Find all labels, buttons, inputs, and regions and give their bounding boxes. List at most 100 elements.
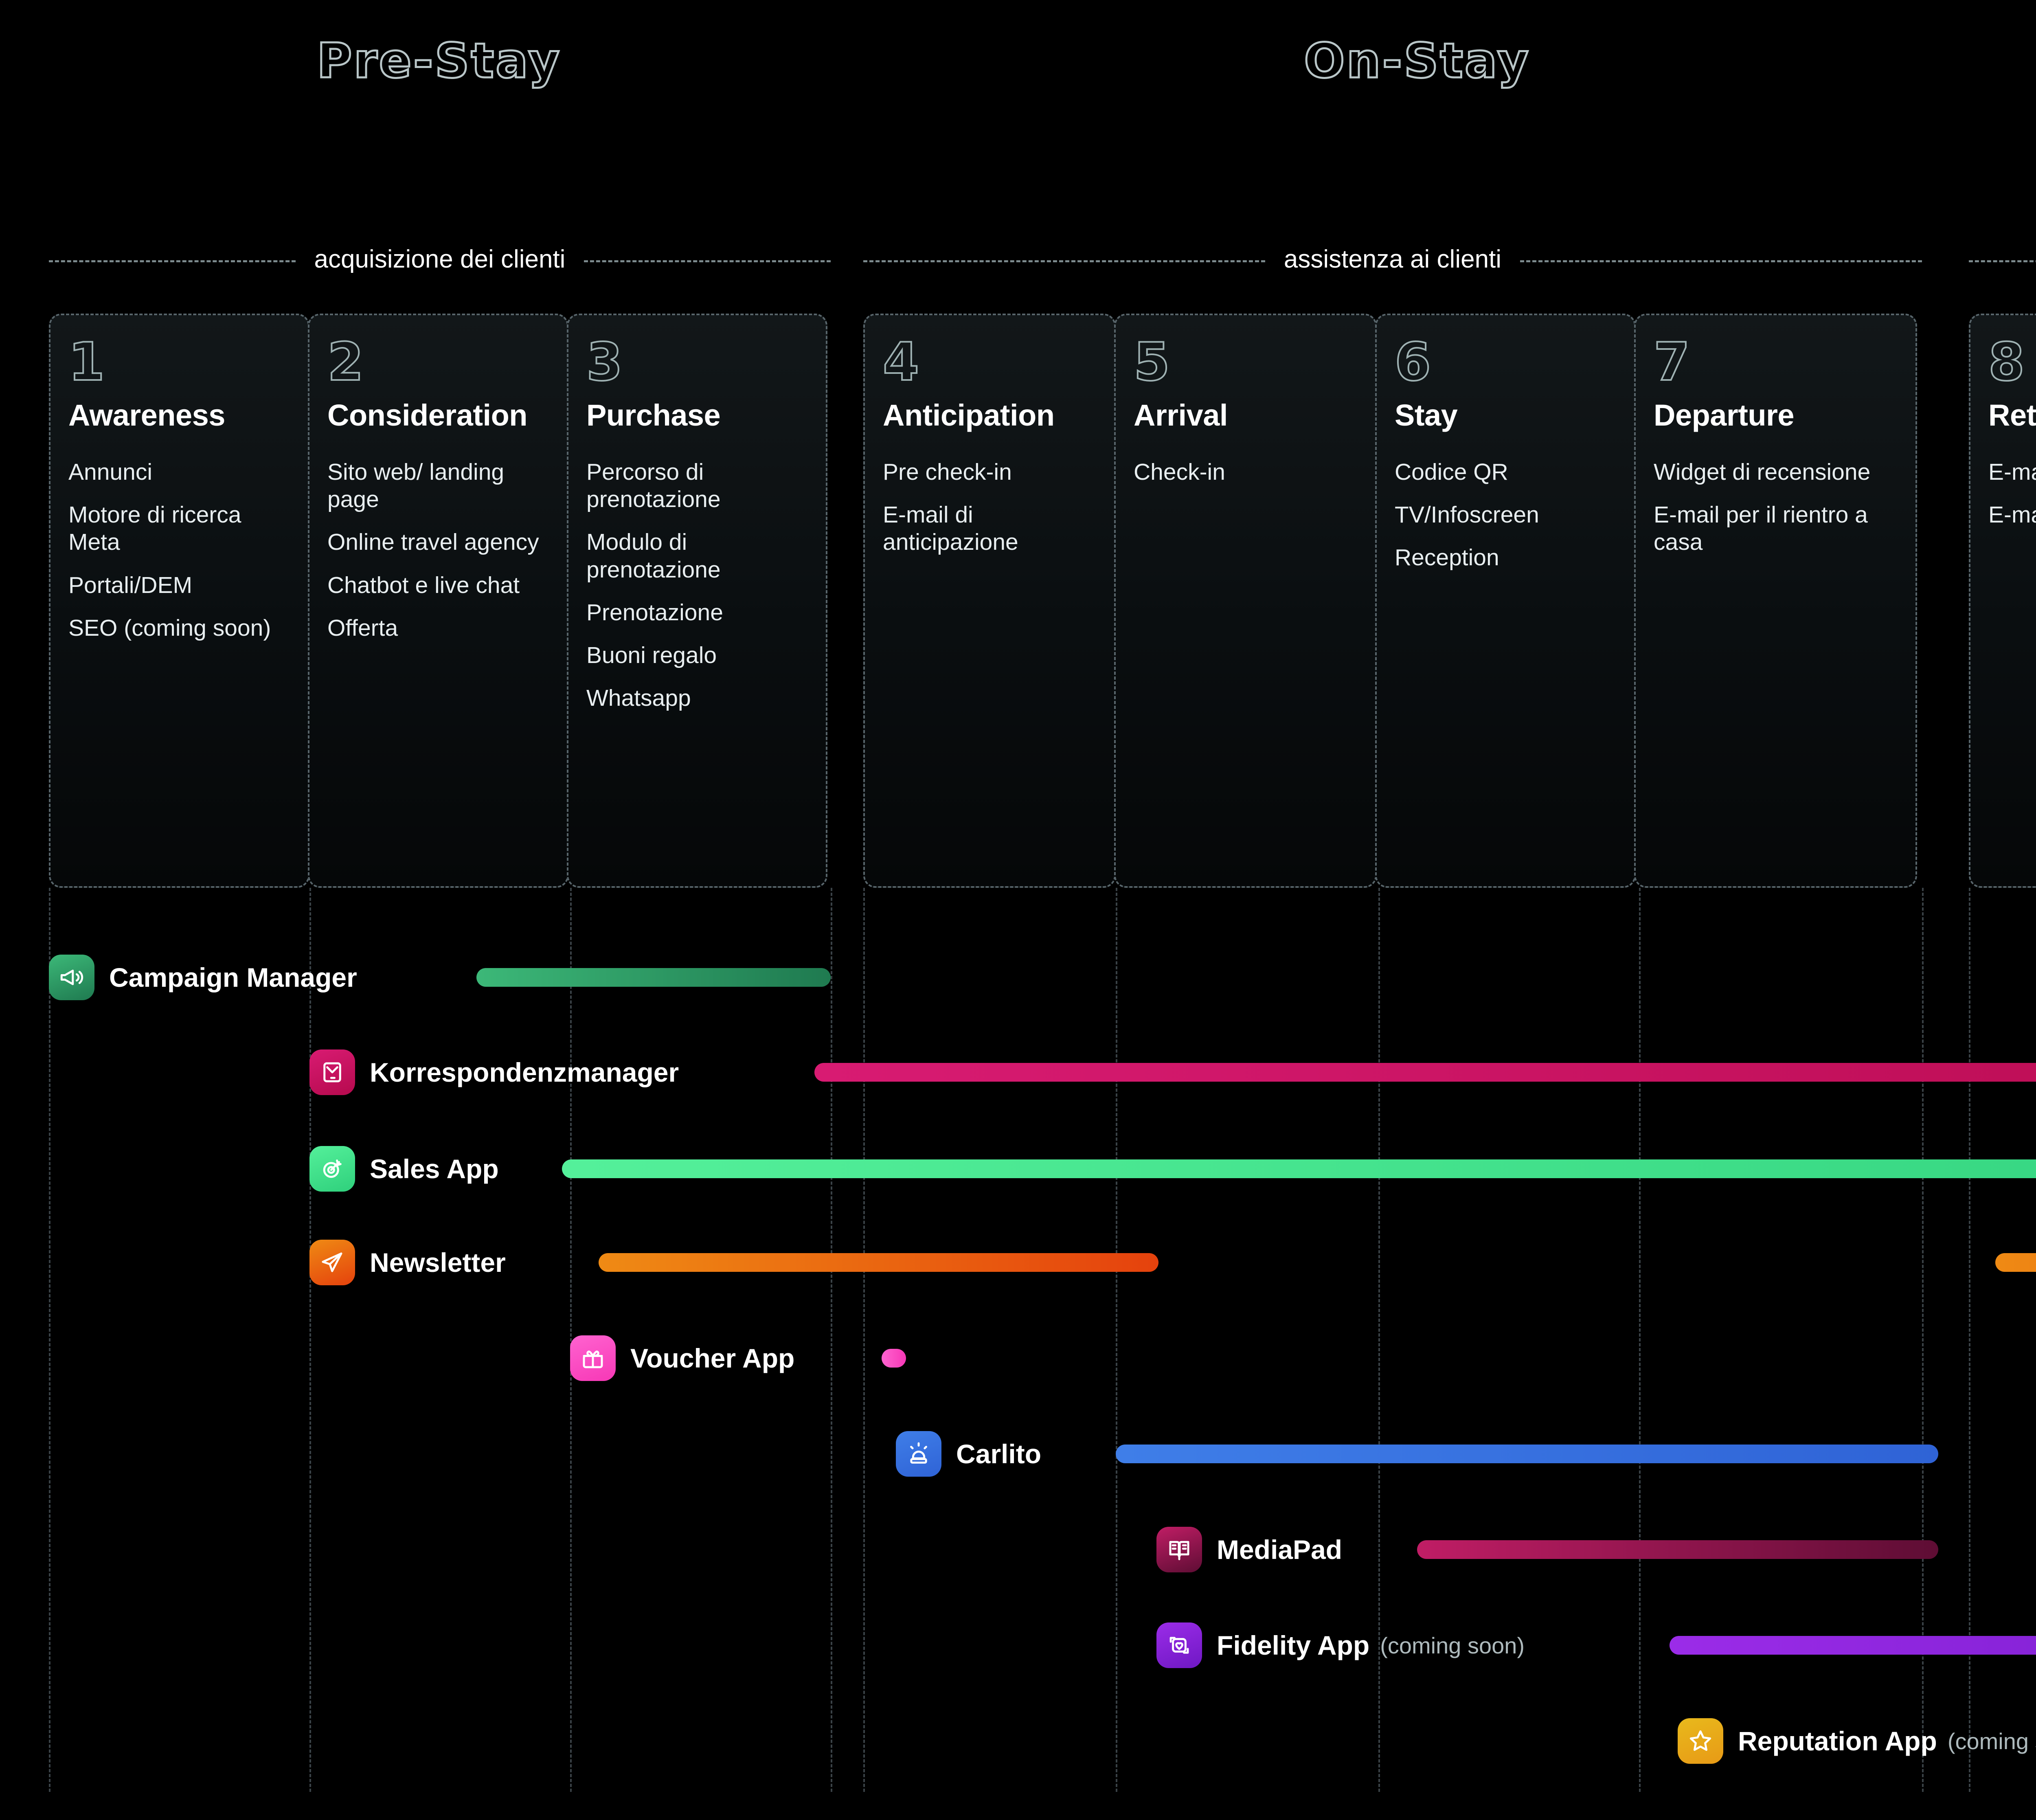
touchpoint-item: Portali/DEM bbox=[68, 572, 193, 598]
stage-number: 6 bbox=[1394, 332, 1432, 393]
coverage-bar bbox=[476, 968, 831, 987]
stage-number: 1 bbox=[68, 332, 105, 393]
dashed-rule-left bbox=[863, 260, 1265, 262]
column-guide-line bbox=[1922, 888, 1924, 1792]
product-row-7[interactable]: MediaPad bbox=[1156, 1525, 1342, 1574]
target-icon bbox=[309, 1146, 355, 1192]
column-guide-line bbox=[570, 888, 572, 1792]
column-guide-line bbox=[831, 888, 832, 1792]
phase-title-2: On-Stay bbox=[1303, 32, 1530, 90]
product-row-2[interactable]: Korrespondenzmanager bbox=[309, 1048, 679, 1097]
column-guide-line bbox=[49, 888, 50, 1792]
product-name: Fidelity App bbox=[1217, 1630, 1370, 1660]
dashed-rule-left bbox=[1969, 260, 2036, 262]
coverage-bar bbox=[882, 1349, 906, 1368]
coverage-bar bbox=[1995, 1253, 2036, 1272]
touchpoint-item: Chatbot e live chat bbox=[327, 572, 520, 598]
column-guide-line bbox=[863, 888, 865, 1792]
column-guide-line bbox=[1378, 888, 1380, 1792]
touchpoint-item: Prenotazione bbox=[586, 599, 723, 626]
coverage-bar bbox=[1670, 1636, 2036, 1655]
touchpoint-item: Offerta bbox=[327, 615, 398, 641]
paper-plane-icon bbox=[309, 1240, 355, 1285]
product-row-3[interactable]: Sales App bbox=[309, 1144, 499, 1193]
coverage-bar bbox=[599, 1253, 1158, 1272]
stage-name: Stay bbox=[1395, 398, 1458, 432]
product-name: Carlito bbox=[956, 1439, 1042, 1469]
touchpoint-item: Widget di recensione bbox=[1654, 459, 1871, 485]
stage-name: Anticipation bbox=[883, 398, 1055, 432]
dashed-rule-right bbox=[1520, 260, 1922, 262]
stage-touchpoint-list: E-mail per il compleannoE-mail per l’ann… bbox=[1988, 459, 2036, 529]
product-row-4[interactable]: Newsletter bbox=[309, 1238, 506, 1287]
stage-touchpoint-list: Check-in bbox=[1134, 459, 1357, 486]
touchpoint-item: Whatsapp bbox=[586, 685, 691, 711]
product-row-1[interactable]: Campaign Manager bbox=[49, 953, 357, 1002]
megaphone-icon bbox=[49, 955, 94, 1000]
product-row-8[interactable]: Fidelity App (coming soon) bbox=[1156, 1621, 1525, 1670]
column-guide-line bbox=[309, 888, 311, 1792]
touchpoint-item: Pre check-in bbox=[883, 459, 1012, 485]
column-guide-line bbox=[1639, 888, 1641, 1792]
touchpoint-item: TV/Infoscreen bbox=[1395, 502, 1539, 528]
touchpoint-item: Modulo di prenotazione bbox=[586, 529, 721, 583]
stage-number: 8 bbox=[1988, 332, 2025, 393]
stage-name: Arrival bbox=[1134, 398, 1228, 432]
dashed-rule-right bbox=[584, 260, 831, 262]
coverage-bar bbox=[1417, 1540, 1938, 1559]
star-icon bbox=[1678, 1718, 1723, 1764]
stage-name: Departure bbox=[1654, 398, 1795, 432]
product-row-9[interactable]: Reputation App(coming soon) bbox=[1678, 1717, 2036, 1765]
touchpoint-item: E-mail di anticipazione bbox=[883, 502, 1018, 555]
coming-soon-badge: (coming soon) bbox=[1380, 1632, 1525, 1658]
product-name: Sales App bbox=[370, 1154, 499, 1184]
dashed-rule-left bbox=[49, 260, 296, 262]
product-name: Voucher App bbox=[630, 1343, 795, 1373]
product-row-5[interactable]: Voucher App bbox=[570, 1334, 794, 1383]
stage-name: Purchase bbox=[586, 398, 721, 432]
stage-name: Awareness bbox=[68, 398, 225, 432]
phase-subtitle-2: assistenza ai clienti bbox=[1283, 245, 1502, 273]
stage-number: 5 bbox=[1133, 332, 1171, 393]
touchpoint-item: SEO (coming soon) bbox=[68, 615, 271, 641]
column-guide-line bbox=[1969, 888, 1970, 1792]
coverage-bar bbox=[1116, 1445, 1938, 1463]
touchpoint-item: Percorso di prenotazione bbox=[586, 459, 721, 513]
coverage-bar bbox=[562, 1159, 2036, 1178]
siren-icon bbox=[896, 1431, 941, 1477]
stage-number: 4 bbox=[882, 332, 920, 393]
touchpoint-item: Sito web/ landing page bbox=[327, 459, 505, 513]
touchpoint-item: Online travel agency bbox=[327, 529, 539, 555]
touchpoint-item: Buoni regalo bbox=[586, 642, 717, 669]
column-guide-line bbox=[1116, 888, 1117, 1792]
gift-icon bbox=[570, 1335, 616, 1381]
touchpoint-item: E-mail per il rientro a casa bbox=[1654, 502, 1868, 555]
phase-title-1: Pre-Stay bbox=[316, 32, 561, 90]
envelope-icon bbox=[309, 1049, 355, 1095]
stage-number: 3 bbox=[586, 332, 623, 393]
coverage-bar bbox=[814, 1063, 2036, 1082]
touchpoint-item: E-mail per il compleanno bbox=[1988, 459, 2036, 485]
coming-soon-badge: (coming soon) bbox=[1947, 1728, 2036, 1754]
stage-number: 2 bbox=[327, 332, 364, 393]
stage-card-8[interactable]: 8RetentionE-mail per il compleannoE-mail… bbox=[1969, 314, 2036, 888]
stage-group-3: 8RetentionE-mail per il compleannoE-mail… bbox=[1969, 314, 2036, 888]
product-row-6[interactable]: Carlito bbox=[896, 1429, 1041, 1478]
product-name: Korrespondenzmanager bbox=[370, 1057, 679, 1087]
stage-number: 7 bbox=[1653, 332, 1691, 393]
